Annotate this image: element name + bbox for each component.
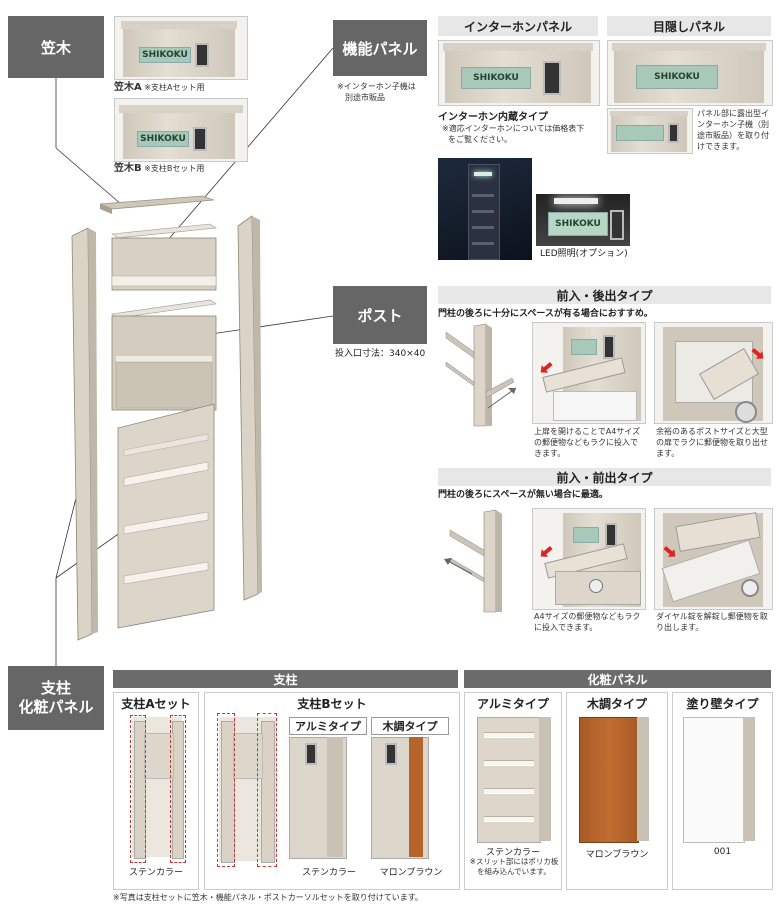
intercom-camera-icon [603, 335, 615, 359]
post-type2-photo2 [654, 508, 773, 610]
kesho-nurikabe-box: 塗り壁タイプ 001 [672, 692, 773, 890]
red-arrow-icon [537, 544, 554, 561]
shichu-a-box: 支柱Aセット ステンカラー [113, 692, 199, 890]
kesho-mokucho-box: 木調タイプ マロンブラウン [566, 692, 668, 890]
mekakushi-small-photo [607, 108, 693, 154]
kino-note-line2: 別途市販品 [345, 93, 385, 102]
dial-lock-icon [589, 579, 603, 593]
post-type1-header: 前入・後出タイプ [438, 286, 771, 304]
post-type2-desc: 門柱の後ろにスペースが無い場合に最適。 [438, 490, 608, 500]
post-type2-cap1: A4サイズの郵便物などもラクに投入できます。 [534, 612, 641, 632]
plate-small [573, 527, 599, 543]
post-type1-diagram [445, 323, 517, 427]
kino-note-line1: ※インターホン子機は [337, 82, 416, 91]
kasagi-b-label: 笠木B [114, 163, 142, 174]
post-type2-header: 前入・前出タイプ [438, 468, 771, 486]
shichu-a-color: ステンカラー [128, 868, 183, 878]
kasagi-a-photo: SHIKOKU [114, 16, 248, 80]
kasagi-a-plate: SHIKOKU [139, 47, 191, 63]
intercom-camera-icon [543, 61, 561, 95]
highlight-frame [257, 713, 277, 867]
kesho-header: 化粧パネル [464, 670, 771, 688]
kasagi-a-note: ※支柱Aセット用 [144, 83, 205, 92]
kesho-nurikabe-title: 塗り壁タイプ [686, 696, 759, 711]
kasagi-tag: 笠木 [8, 16, 104, 78]
kesho-alumi-note-line1: ※スリット部にはポリカ板 [469, 857, 559, 866]
kesho-mokucho-color: マロンブラウン [585, 850, 649, 860]
kesho-alumi-box: アルミタイプ ステンカラー ※スリット部にはポリカ板 を組み込んでいます。 [464, 692, 562, 890]
kasagi-b-plate: SHIKOKU [137, 131, 189, 147]
post-tag: ポスト [333, 286, 427, 344]
led-plate: SHIKOKU [548, 212, 608, 236]
post-type1-photo2 [654, 322, 773, 424]
kesho-mokucho-title: 木調タイプ [586, 696, 647, 711]
intercom-camera-icon [195, 43, 209, 67]
mekakushi-small-plate [616, 125, 664, 141]
post-type2-cap2: ダイヤル錠を解錠し郵便物を取り出します。 [656, 612, 768, 632]
kesho-alumi-title: アルミタイプ [477, 696, 549, 711]
shichu-mokucho-label: 木調タイプ [371, 717, 449, 735]
post-type2-diagram [444, 509, 502, 613]
post-type2-photo1 [532, 508, 646, 610]
highlight-frame [170, 715, 186, 863]
led-caption: LED照明(オプション) [540, 249, 628, 259]
intercom-note-line1: ※適応インターホンについては価格表下 [442, 124, 585, 133]
kino-panel-tag: 機能パネル [333, 20, 427, 76]
kesho-nurikabe-color: 001 [713, 847, 732, 857]
shichu-b-mokucho-color: マロンブラウン [379, 868, 443, 878]
post-type1-cap1: 上扉を開けることでA4サイズの郵便物などもラクに投入できます。 [534, 427, 641, 458]
shichu-tag-line1: 支柱 [40, 679, 71, 697]
shichu-header: 支柱 [113, 670, 458, 688]
highlight-frame [130, 715, 146, 863]
shichu-b-alumi-color: ステンカラー [301, 868, 356, 878]
kesho-alumi-color: ステンカラー [485, 848, 540, 858]
highlight-frame [217, 713, 235, 867]
mekakushi-plate: SHIKOKU [636, 65, 718, 89]
post-type1-photo1 [532, 322, 646, 424]
intercom-camera-icon [668, 123, 679, 143]
intercom-camera-icon [385, 743, 397, 765]
kesho-alumi-note-line2: を組み込んでいます。 [477, 867, 551, 876]
intercom-plate: SHIKOKU [461, 67, 531, 89]
mekakushi-panel-header: 目隠しパネル [607, 16, 771, 36]
kasagi-a-label: 笠木A [114, 82, 142, 93]
shichu-a-title: 支柱Aセット [121, 696, 191, 711]
mekakushi-note: パネル部に露出型インターホン子機（別途市販品）を取り付けできます。 [697, 109, 769, 151]
kasagi-b-photo: SHIKOKU [114, 98, 248, 162]
mekakushi-panel-photo: SHIKOKU [607, 40, 773, 106]
intercom-camera-icon [605, 523, 617, 547]
intercom-camera-icon [610, 210, 624, 240]
shichu-alumi-label: アルミタイプ [289, 717, 367, 735]
shichu-b-box: 支柱Bセット アルミタイプ 木調タイプ ステンカラー マロンブラウン [204, 692, 460, 890]
kasagi-b-note: ※支柱Bセット用 [144, 164, 205, 173]
led-closeup-photo: SHIKOKU [536, 194, 630, 246]
intercom-panel-photo: SHIKOKU [438, 40, 600, 106]
intercom-panel-header: インターホンパネル [438, 16, 598, 36]
post-size-note: 投入口寸法：340×40 [335, 349, 426, 359]
shichu-tag: 支柱 化粧パネル [8, 666, 104, 730]
footer-note: ※写真は支柱セットに笠木・機能パネル・ポストカーソルセットを取り付けています。 [113, 893, 423, 902]
led-night-photo [438, 158, 532, 260]
post-type1-cap2: 余裕のあるポストサイズと大型の扉でラクに郵便物を取り出せます。 [656, 427, 768, 458]
shichu-tag-line2: 化粧パネル [18, 698, 94, 716]
post-type1-desc: 門柱の後ろに十分にスペースが有る場合におすすめ。 [438, 309, 653, 319]
dial-lock-icon [735, 401, 757, 423]
shichu-b-title: 支柱Bセット [297, 696, 367, 711]
intercom-note-line2: をご覧ください。 [448, 135, 512, 144]
plate-small [571, 339, 597, 355]
intercom-type-label: インターホン内蔵タイプ [438, 112, 548, 123]
dial-lock-icon [741, 579, 759, 597]
intercom-camera-icon [305, 743, 317, 765]
intercom-camera-icon [193, 127, 207, 151]
